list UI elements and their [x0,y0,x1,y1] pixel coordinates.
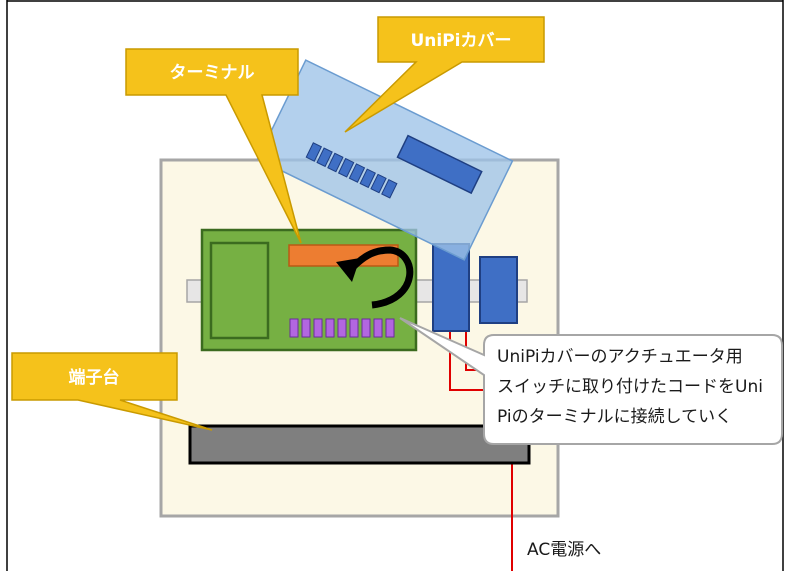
board-module [209,241,270,340]
note-line-3: Piのターミナルに接続していく [497,407,732,427]
actuator-switch-pins [289,318,395,338]
cover-display [396,134,483,195]
callout-unipi-cover: UniPiカバー [344,16,545,133]
callout-terminal-block-label: 端子台 [69,367,120,388]
ac-power-label: AC電源へ [527,540,601,560]
callout-unipi-cover-label: UniPiカバー [410,31,511,51]
callout-terminal-block: 端子台 [11,352,213,431]
connection-arrow [349,246,414,309]
note-line-1: UniPiカバーのアクチュエータ用 [497,347,743,367]
cover-switch-slots [305,142,398,199]
note-bubble: UniPiカバーのアクチュエータ用 スイッチに取り付けたコードをUni Piのタ… [399,317,783,445]
callout-terminal: ターミナル [125,48,302,244]
unipi-cover [256,59,514,261]
breaker-module-2 [479,256,518,324]
callout-terminal-label: ターミナル [170,63,255,83]
terminal-block [188,424,531,465]
note-line-2: スイッチに取り付けたコードをUni [497,377,763,397]
connection-arrow-head [336,258,360,282]
